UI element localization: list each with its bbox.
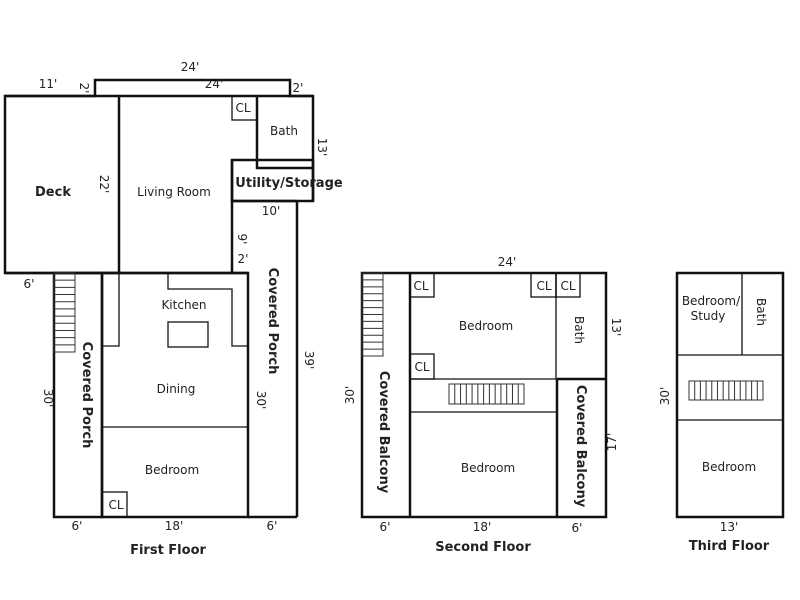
dim-deck-width: 11' — [39, 77, 58, 91]
dim-top: 24' — [498, 255, 517, 269]
room-bath: Bath — [754, 298, 768, 326]
room-bedroom-bottom: Bedroom — [461, 461, 515, 475]
dim-height: 30' — [658, 387, 672, 406]
dim-bottom-left: 6' — [380, 520, 391, 534]
dim-right-total-height: 39' — [302, 351, 316, 370]
room-bedroom: Bedroom — [145, 463, 199, 477]
dim-living-height: 22' — [97, 175, 111, 194]
dim-bottom-left: 6' — [72, 519, 83, 533]
second-floor-plan: CL CL CL CL Bedroom Bedroom Bath Covered… — [343, 255, 623, 555]
dim-top-outer: 24' — [181, 60, 200, 74]
dim-bottom-right: 6' — [572, 521, 583, 535]
room-closet: CL — [235, 101, 250, 115]
dim-step-right: 2' — [293, 81, 304, 95]
second-floor-outline — [360, 271, 608, 519]
third-floor-plan: Bedroom/ Study Bath Bedroom 30' 13' Thir… — [658, 271, 785, 554]
stair-outline — [53, 272, 76, 353]
dim-right-inner-height: 30' — [254, 391, 268, 410]
dim-bottom-right: 6' — [267, 519, 278, 533]
closet — [409, 272, 435, 298]
stairs — [688, 380, 764, 401]
third-floor-title: Third Floor — [689, 539, 770, 554]
hall-stairs — [448, 383, 525, 405]
room-balcony-right: Covered Balcony — [573, 385, 588, 508]
stair-outline — [688, 380, 764, 401]
closet-label: CL — [536, 279, 551, 293]
closet-label: CL — [413, 279, 428, 293]
stairs — [53, 272, 76, 353]
dim-step-left: 2' — [77, 83, 91, 94]
dim-utility-width: 10' — [262, 204, 281, 218]
dim-top-inner: 24' — [205, 77, 224, 91]
kitchen-walls — [102, 273, 248, 347]
room-utility: Utility/Storage — [235, 176, 343, 191]
room-bedroom-top: Bedroom — [459, 319, 513, 333]
room-study-line1: Bedroom/ — [682, 294, 741, 308]
room-balcony-left: Covered Balcony — [376, 371, 391, 494]
third-floor-outline — [675, 271, 785, 519]
first-floor-plan: 24' 24' 11' 2' 2' 13' 10' 9' 2' 22' 6' 3… — [3, 60, 343, 558]
closet — [555, 272, 581, 298]
dim-left-height: 30' — [41, 389, 55, 408]
room-deck: Deck — [35, 185, 71, 200]
room-living: Living Room — [137, 185, 211, 199]
closet — [409, 353, 435, 380]
right-porch-walls — [232, 199, 299, 517]
bedroom-closet — [101, 491, 128, 518]
first-floor-title: First Floor — [130, 543, 206, 558]
interior-walls — [677, 273, 783, 421]
dim-bottom-mid: 18' — [165, 519, 184, 533]
dim-balcony-height: 17' — [605, 433, 619, 452]
dim-width: 13' — [720, 520, 739, 534]
dim-height: 30' — [343, 386, 357, 405]
right-balcony-walls — [555, 377, 606, 517]
room-porch-left: Covered Porch — [79, 342, 94, 449]
closet-label: CL — [414, 360, 429, 374]
dim-porch-nine: 9' — [235, 234, 249, 245]
dim-bath-height: 13' — [609, 318, 623, 337]
room-bedroom-closet: CL — [108, 498, 123, 512]
stairs — [361, 272, 384, 357]
stair-outline — [448, 383, 525, 405]
dim-bottom-mid: 18' — [473, 520, 492, 534]
closet-label: CL — [560, 279, 575, 293]
room-kitchen: Kitchen — [161, 298, 206, 312]
dim-bath-height: 13' — [315, 138, 329, 157]
kitchen-island — [167, 321, 209, 348]
dim-deck-porch-gap: 6' — [24, 277, 35, 291]
room-bedroom: Bedroom — [702, 460, 756, 474]
dim-porch-two: 2' — [238, 252, 249, 266]
room-study-line2: Study — [691, 309, 726, 323]
room-dining: Dining — [157, 382, 196, 396]
room-porch-right: Covered Porch — [265, 268, 280, 375]
second-floor-title: Second Floor — [435, 540, 531, 555]
interior-block — [100, 271, 250, 519]
room-bath: Bath — [572, 316, 586, 344]
room-bath: Bath — [270, 124, 298, 138]
bath-walls — [255, 96, 313, 170]
